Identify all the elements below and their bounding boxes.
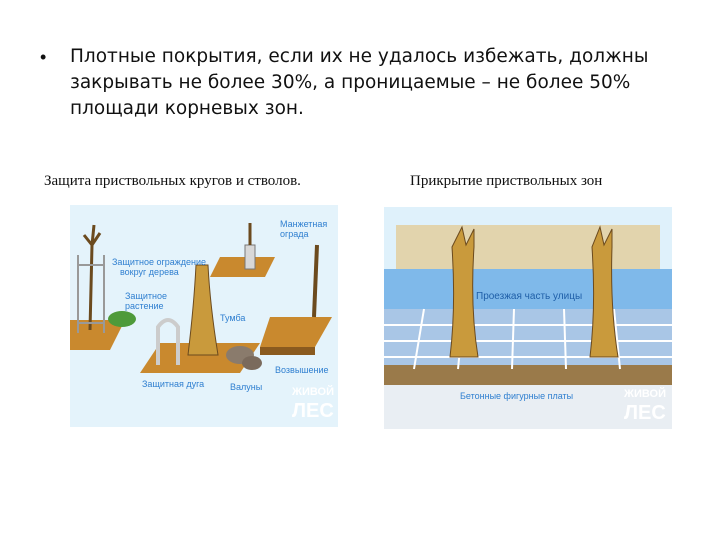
bullet-marker: • — [40, 47, 47, 67]
label-rastenie-2: растение — [125, 301, 164, 311]
bullet-text: Плотные покрытия, если их не удалось изб… — [70, 46, 649, 119]
trunk-protection-illustration: Манжетная ограда Защитное ограждение вок… — [70, 205, 338, 427]
watermark-left-1: ЖИВОЙ — [291, 385, 334, 398]
label-vozvyshenie: Возвышение — [275, 365, 329, 375]
root-zone-cover-illustration: Проезжая часть улицы Бетонные фигурные п… — [384, 207, 672, 429]
root-zone-cover-drawing: Проезжая часть улицы Бетонные фигурные п… — [384, 207, 672, 429]
label-ograzhdenie-1: Защитное ограждение — [112, 257, 206, 267]
label-road: Проезжая часть улицы — [476, 291, 582, 302]
caption-right: Прикрытие приствольных зон — [410, 173, 603, 189]
watermark-right-2: ЛЕС — [624, 402, 666, 424]
watermark-right-1: ЖИВОЙ — [623, 387, 666, 400]
label-rastenie-1: Защитное — [125, 291, 167, 301]
caption-left: Защита приствольных кругов и стволов. — [44, 173, 301, 189]
label-manzhet-1: Манжетная — [280, 219, 327, 229]
label-valuny: Валуны — [230, 382, 262, 392]
label-tumba: Тумба — [220, 313, 245, 323]
trunk-protection-drawing: Манжетная ограда Защитное ограждение вок… — [70, 205, 338, 427]
bullet-block: • Плотные покрытия, если их не удалось и… — [40, 44, 680, 122]
label-manzhet-2: ограда — [280, 229, 309, 239]
label-plates: Бетонные фигурные платы — [460, 391, 573, 401]
label-ograzhdenie-2: вокруг дерева — [120, 267, 179, 277]
watermark-left-2: ЛЕС — [292, 400, 334, 422]
label-duga: Защитная дуга — [142, 379, 204, 389]
